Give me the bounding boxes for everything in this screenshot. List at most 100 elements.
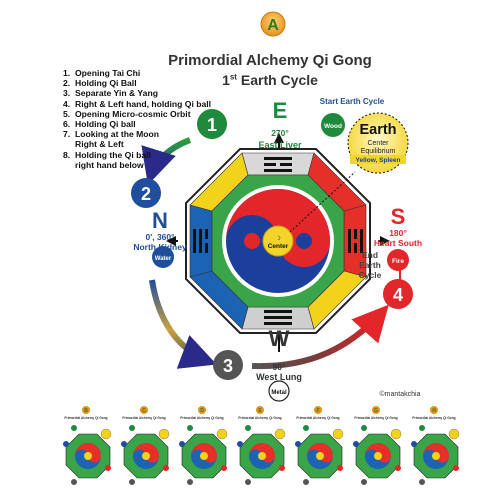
arrow-east-to-north	[141, 137, 192, 185]
thumbnail-g: G Primordial Alchemy Qi Gong	[350, 404, 402, 490]
thumbnail-center	[374, 452, 382, 460]
thumbnail-step	[121, 441, 127, 447]
thumbnail-step	[419, 479, 425, 485]
list-item: 4.Right & Left hand, holding Qi ball	[63, 98, 212, 109]
thumbnail-step	[303, 479, 309, 485]
thumbnail-step	[187, 479, 193, 485]
north-degree: 0', 360°	[145, 232, 175, 242]
thumbnail-step	[295, 441, 301, 447]
step-3-west: 3	[213, 350, 243, 380]
earth-line3: Yellow, Spleen	[356, 157, 401, 164]
svg-text:Water: Water	[155, 256, 172, 262]
thumbnail-step	[221, 465, 227, 471]
thumbnail-step	[395, 465, 401, 471]
thumbnail-letter: D	[200, 408, 204, 414]
thumbnail-step	[361, 425, 367, 431]
thumbnail-earth	[448, 428, 460, 440]
end-note-3: Cycle	[359, 270, 382, 280]
page-title: Primordial Alchemy Qi Gong	[168, 52, 372, 69]
earth-line1: Center	[367, 140, 389, 147]
east-label: East Liver	[258, 140, 302, 150]
svg-text:1: 1	[207, 115, 217, 135]
thumbnail-step	[411, 441, 417, 447]
thumbnail-badge	[314, 406, 322, 414]
thumbnail-diagram: G Primordial Alchemy Qi Gong	[353, 406, 402, 485]
page-subtitle: 1st Earth Cycle	[222, 72, 318, 88]
thumbnail-center	[142, 452, 150, 460]
thumbnail-earth	[100, 428, 112, 440]
list-item: 1.Opening Tai Chi	[63, 68, 141, 78]
thumbnail-step	[129, 425, 135, 431]
list-item: 2.Holding Qi Ball	[63, 78, 137, 89]
north-letter: N	[152, 208, 168, 233]
thumbnail-earth	[158, 428, 170, 440]
thumbnail-badge	[82, 406, 90, 414]
earth-title: Earth	[359, 122, 396, 138]
thumbnail-earth	[274, 428, 286, 440]
west-letter: W	[269, 326, 290, 351]
thumbnail-title: Primordial Alchemy Qi Gong	[238, 416, 281, 420]
step-2-north: 2	[131, 178, 161, 208]
thumbnail-title: Primordial Alchemy Qi Gong	[64, 416, 107, 420]
svg-text:☽: ☽	[275, 235, 280, 242]
thumbnail-step	[105, 465, 111, 471]
thumbnail-center	[316, 452, 324, 460]
taiji-symbol: Center ☽	[222, 185, 334, 297]
step-4-south: 4	[383, 279, 413, 309]
west-degree: 90°	[273, 362, 286, 372]
svg-text:4: 4	[393, 285, 403, 305]
thumbnail-step	[245, 425, 251, 431]
bagua-octagon: Center ☽	[166, 148, 390, 334]
arrow-north-to-west	[149, 279, 217, 369]
thumbnail-step	[303, 425, 309, 431]
thumbnail-earth	[390, 428, 402, 440]
thumbnail-letter: H	[432, 408, 436, 414]
thumbnail-step	[129, 479, 135, 485]
thumbnail-step	[453, 465, 459, 471]
arrow-west-to-south	[251, 304, 389, 370]
thumbnail-earth	[332, 428, 344, 440]
copyright: ©mantakchia	[380, 390, 421, 398]
thumbnail-center	[200, 452, 208, 460]
thumbnail-letter: F	[316, 408, 319, 414]
thumbnail-title: Primordial Alchemy Qi Gong	[354, 416, 397, 420]
thumbnail-letter: C	[142, 408, 146, 414]
thumbnail-step	[163, 465, 169, 471]
svg-text:Wood: Wood	[324, 123, 342, 130]
svg-text:2: 2	[141, 184, 151, 204]
svg-text:3: 3	[223, 356, 233, 376]
thumbnail-step	[337, 465, 343, 471]
thumbnail-letter: G	[374, 408, 378, 414]
south-label: Heart South	[374, 238, 422, 248]
south-letter: S	[391, 204, 406, 229]
thumbnail-step	[361, 479, 367, 485]
list-item: 6.Holding Qi ball	[63, 119, 136, 130]
south-degree: 180°	[389, 228, 407, 238]
east-degree: 270°	[271, 128, 289, 138]
thumbnail-step	[419, 425, 425, 431]
thumbnail-badge	[256, 406, 264, 414]
thumbnail-step	[71, 425, 77, 431]
thumbnail-center	[84, 452, 92, 460]
thumbnail-badge	[372, 406, 380, 414]
list-item: 3.Separate Yin & Yang	[63, 88, 158, 99]
steps-list: 1.Opening Tai Chi 2.Holding Qi Ball 3.Se…	[63, 68, 243, 170]
thumbnail-step	[245, 479, 251, 485]
step-1-east: 1	[197, 109, 227, 139]
center-label: Center	[268, 243, 289, 250]
thumbnail-center	[432, 452, 440, 460]
east-letter: E	[273, 98, 288, 123]
earth-callout: Earth Center Equilibrium Yellow, Spleen	[347, 112, 409, 174]
thumbnail-badge	[430, 406, 438, 414]
badge-a: A	[260, 11, 286, 37]
start-note: Start Earth Cycle	[320, 97, 385, 106]
